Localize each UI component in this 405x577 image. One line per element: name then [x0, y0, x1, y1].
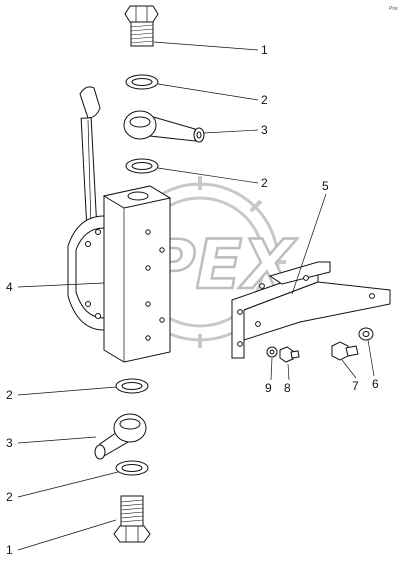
lever-handle	[79, 86, 101, 229]
callout-2-low: 2	[6, 388, 13, 402]
callout-2-top: 2	[261, 93, 268, 107]
banjo-fitting-low	[94, 413, 147, 460]
bolt-7	[331, 341, 359, 361]
callout-3-low: 3	[6, 436, 13, 450]
sealing-washer-top	[125, 74, 159, 90]
mounting-bracket	[231, 261, 391, 359]
corner-mark: Ргм	[389, 6, 398, 12]
callout-1-top: 1	[261, 43, 268, 57]
leader-lines	[17, 41, 375, 551]
callout-7: 7	[352, 379, 359, 393]
banjo-bolt-top	[124, 5, 159, 47]
callout-9: 9	[265, 381, 272, 395]
sealing-washer-low	[115, 378, 149, 394]
banjo-fitting-top	[123, 110, 205, 143]
valve-body	[67, 185, 172, 363]
callout-4: 4	[6, 280, 13, 294]
callout-2-bottom: 2	[6, 490, 13, 504]
callout-3-top: 3	[261, 123, 268, 137]
callout-5: 5	[322, 179, 329, 193]
callout-2-middle: 2	[261, 176, 268, 190]
sealing-washer-middle	[125, 158, 159, 174]
sealing-washer-bottom	[115, 460, 149, 476]
callout-8: 8	[284, 381, 291, 395]
callout-1-bottom: 1	[6, 543, 13, 557]
callout-6: 6	[372, 377, 379, 391]
banjo-bolt-bottom	[113, 495, 151, 543]
washer-6	[358, 327, 374, 341]
washer-9	[266, 346, 278, 358]
bolt-8	[279, 346, 300, 363]
